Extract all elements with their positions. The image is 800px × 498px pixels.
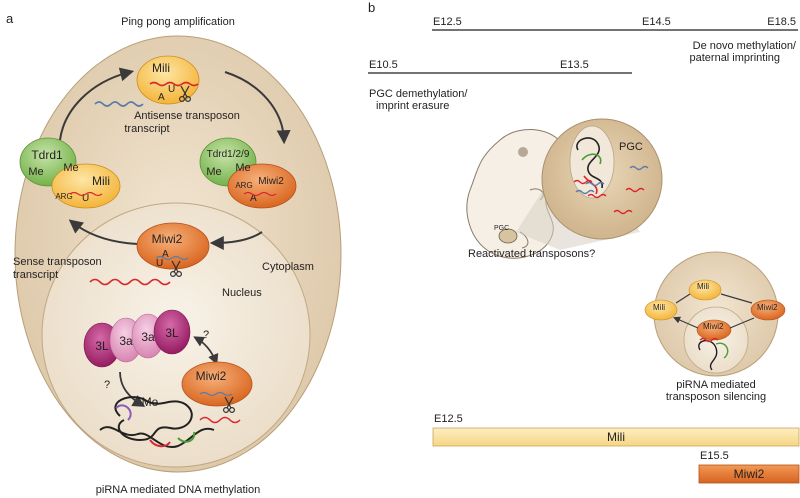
pgc-label: PGC bbox=[619, 141, 643, 153]
tdrd1-label: Tdrd1 bbox=[31, 148, 63, 162]
reactivated-label: Reactivated transposons? bbox=[468, 248, 595, 260]
mili-left-label: Mili bbox=[92, 174, 110, 188]
miwi2-expression-bar bbox=[698, 464, 800, 484]
sense-label-1: Sense transposon bbox=[13, 256, 102, 268]
arrow-dnmt-to-dna bbox=[119, 371, 146, 407]
pirna-a-center: A bbox=[162, 249, 169, 260]
pirna-top bbox=[149, 81, 199, 87]
chromatin bbox=[99, 396, 215, 449]
dna-methylation-title: piRNA mediated DNA methylation bbox=[96, 484, 260, 496]
pirna-right bbox=[243, 191, 277, 197]
pgc-nucleus bbox=[569, 125, 615, 199]
silencing-label-2: transposon silencing bbox=[666, 391, 766, 403]
mini-cycle-arrows bbox=[675, 293, 755, 329]
pirna-u-left: U bbox=[82, 193, 89, 204]
interaction-arrow-dnmt-miwi2 bbox=[193, 336, 219, 366]
antisense-label-1: Antisense transposon bbox=[134, 110, 240, 122]
question-mark-right: ? bbox=[203, 329, 209, 341]
panel-a-letter: a bbox=[6, 11, 14, 26]
me-label-right-1: Me bbox=[206, 166, 221, 178]
cycle-arrow-top-right bbox=[224, 71, 291, 145]
de-novo-label-2: paternal imprinting bbox=[690, 52, 781, 64]
dnmt3l-left-label: 3L bbox=[95, 339, 109, 353]
miwi2-right-label: Miwi2 bbox=[258, 176, 284, 187]
miwi2-bar-label: Miwi2 bbox=[734, 467, 765, 481]
pirna-u-center: U bbox=[156, 258, 163, 269]
mini-chromatin bbox=[698, 337, 729, 371]
mili-top-label: Mili bbox=[152, 61, 170, 75]
miwi2-center-label: Miwi2 bbox=[152, 232, 183, 246]
antisense-rna-top bbox=[94, 101, 144, 107]
pgc-region bbox=[498, 228, 518, 244]
timeline-mid-end: E13.5 bbox=[560, 59, 589, 71]
panel-a: a Ping pong amplification Mili U A Antis… bbox=[6, 11, 342, 496]
mili-bar-start-label: E12.5 bbox=[434, 413, 463, 425]
de-novo-label-1: De novo methylation/ bbox=[693, 40, 797, 52]
arg-label-right: ARG bbox=[235, 181, 252, 190]
mili-protein-top bbox=[136, 55, 200, 105]
pgc-demethylation-label-1: PGC demethylation/ bbox=[369, 88, 468, 100]
pirna-u-top: U bbox=[168, 84, 175, 95]
timeline-mid-start: E10.5 bbox=[369, 59, 398, 71]
pirna-a-top: A bbox=[158, 92, 165, 103]
panel-b: b E12.5 E14.5 E18.5 De novo methylation/… bbox=[368, 0, 800, 484]
dnmt3a-2-label: 3a bbox=[141, 330, 155, 344]
nascent-transcript bbox=[199, 416, 241, 424]
arg-label-left: ARG bbox=[55, 192, 72, 201]
embryo-eye bbox=[518, 147, 528, 157]
dnmt3a-1-label: 3a bbox=[119, 334, 133, 348]
me-label-left-1: Me bbox=[28, 166, 43, 178]
tdrd129-label: Tdrd1/2/9 bbox=[207, 149, 250, 160]
reactivated-transcripts bbox=[573, 165, 649, 215]
dnmt3l-right-label: 3L bbox=[165, 326, 179, 340]
cytoplasm-label: Cytoplasm bbox=[262, 261, 314, 273]
mili-bar-label: Mili bbox=[607, 430, 625, 444]
mili-protein-left bbox=[51, 163, 121, 209]
mini-miwi2-center-label: Miwi2 bbox=[703, 322, 724, 331]
pgc-demethylation-label-2: imprint erasure bbox=[376, 100, 449, 112]
timeline-top-mid: E14.5 bbox=[642, 16, 671, 28]
cycle-arrow-left-up bbox=[68, 219, 139, 245]
mini-mili-top bbox=[688, 279, 722, 301]
me-label-left-2: Me bbox=[63, 162, 78, 174]
cycle-arrow-left-top bbox=[59, 67, 135, 141]
panel-b-letter: b bbox=[368, 0, 375, 15]
pirna-nuclear bbox=[199, 391, 233, 397]
cycle-arrow-right-down bbox=[209, 231, 263, 250]
miwi2-protein-nuclear bbox=[181, 361, 253, 407]
mini-mili-left-label: Mili bbox=[653, 303, 665, 312]
pirna-center bbox=[155, 255, 189, 261]
ping-pong-title: Ping pong amplification bbox=[121, 16, 235, 28]
silencing-label-1: piRNA mediated bbox=[676, 379, 756, 391]
mini-miwi2-center bbox=[696, 319, 732, 341]
miwi2-nuclear-label: Miwi2 bbox=[196, 369, 227, 383]
mili-expression-bar bbox=[432, 427, 800, 447]
me-label-dna: Me bbox=[142, 395, 159, 409]
miwi2-protein-center bbox=[136, 222, 210, 270]
miwi2-protein-right bbox=[227, 163, 297, 209]
pirna-a-right: A bbox=[250, 193, 257, 204]
mini-miwi2-right-label: Miwi2 bbox=[757, 303, 778, 312]
dnmt3l-right bbox=[153, 309, 191, 355]
question-mark-left: ? bbox=[104, 379, 110, 391]
antisense-label-2: transcript bbox=[124, 123, 169, 135]
sense-label-2: transcript bbox=[13, 269, 58, 281]
timeline-top-end: E18.5 bbox=[767, 16, 796, 28]
me-label-right-2: Me bbox=[235, 162, 250, 174]
pirna-left bbox=[69, 191, 103, 197]
mini-miwi2-right bbox=[750, 299, 786, 321]
pgc-small-label: PGC bbox=[494, 225, 509, 232]
sense-rna bbox=[89, 278, 171, 286]
timeline-top-start: E12.5 bbox=[433, 16, 462, 28]
mini-mili-top-label: Mili bbox=[697, 282, 709, 291]
nucleus-label: Nucleus bbox=[222, 287, 262, 299]
miwi2-bar-start-label: E15.5 bbox=[700, 450, 729, 462]
